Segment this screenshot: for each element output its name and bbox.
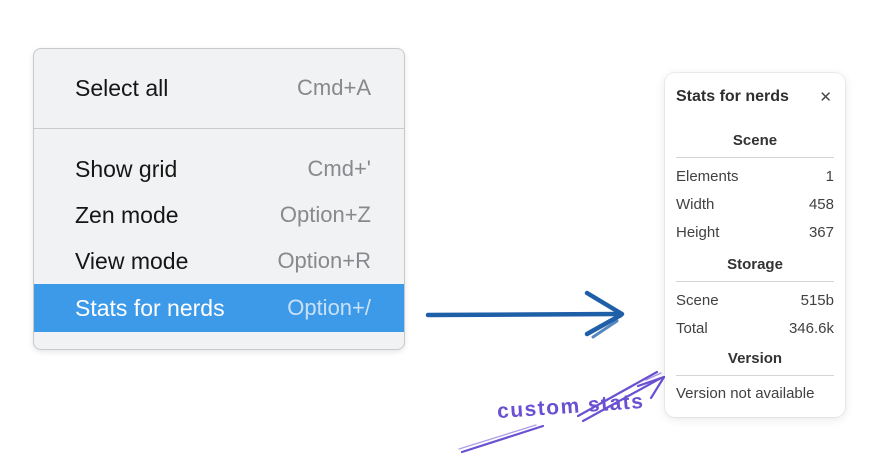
stat-value: 515b: [800, 291, 834, 309]
stat-value: 458: [808, 195, 834, 213]
menu-item-label: Show grid: [75, 155, 178, 182]
section-heading: Storage: [727, 256, 783, 273]
stat-label: Total: [676, 319, 708, 337]
arrow-menu-to-panel-icon: [425, 290, 625, 339]
section-divider: [676, 281, 834, 282]
menu-item-view-mode[interactable]: View mode Option+R: [34, 238, 404, 284]
stat-row-elements: Elements 1: [676, 162, 834, 190]
stats-panel-header: Stats for nerds ✕: [676, 86, 834, 108]
menu-item-shortcut: Option+R: [277, 248, 371, 273]
section-heading: Version: [727, 350, 783, 367]
menu-item-label: Select all: [75, 74, 169, 101]
section-heading: Scene: [732, 132, 778, 149]
stat-label: Height: [676, 223, 720, 241]
panel-title: Stats for nerds: [676, 88, 789, 105]
section-scene: Scene Elements 1 Width 458 Height 367: [676, 130, 834, 246]
section-divider: [676, 375, 834, 376]
stat-row-height: Height 367: [676, 218, 834, 246]
section-version: Version Version not available: [676, 348, 834, 408]
menu-item-shortcut: Cmd+': [307, 156, 372, 181]
section-divider: [676, 157, 834, 158]
stat-row-width: Width 458: [676, 190, 834, 218]
close-icon[interactable]: ✕: [819, 88, 832, 106]
menu-item-show-grid[interactable]: Show grid Cmd+': [34, 146, 404, 192]
stat-value: 1: [825, 167, 834, 185]
menu-item-stats-for-nerds[interactable]: Stats for nerds Option+/: [34, 284, 404, 332]
menu-item-select-all[interactable]: Select all Cmd+A: [34, 58, 404, 118]
stat-label: Width: [676, 195, 715, 213]
menu-item-label: Stats for nerds: [75, 294, 225, 321]
stat-row-scene: Scene 515b: [676, 286, 834, 314]
menu-item-zen-mode[interactable]: Zen mode Option+Z: [34, 192, 404, 238]
stat-label: Elements: [676, 167, 739, 185]
stat-value: 346.6k: [788, 319, 834, 337]
stats-panel: Stats for nerds ✕ Scene Elements 1 Width…: [665, 73, 845, 417]
menu-item-label: Zen mode: [75, 201, 179, 228]
annotation-custom-stats: custom stats: [496, 389, 646, 424]
menu-item-label: View mode: [75, 247, 189, 274]
version-note: Version not available: [676, 385, 815, 402]
section-storage: Storage Scene 515b Total 346.6k: [676, 254, 834, 342]
stat-label: Scene: [676, 291, 719, 309]
menu-item-shortcut: Cmd+A: [297, 75, 371, 100]
stat-row-total: Total 346.6k: [676, 314, 834, 342]
menu-divider: [34, 128, 404, 129]
menu-item-shortcut: Option+/: [287, 295, 371, 320]
stat-value: 367: [808, 223, 834, 241]
context-menu: Select all Cmd+A Show grid Cmd+' Zen mod…: [33, 48, 405, 350]
menu-item-shortcut: Option+Z: [279, 202, 371, 227]
